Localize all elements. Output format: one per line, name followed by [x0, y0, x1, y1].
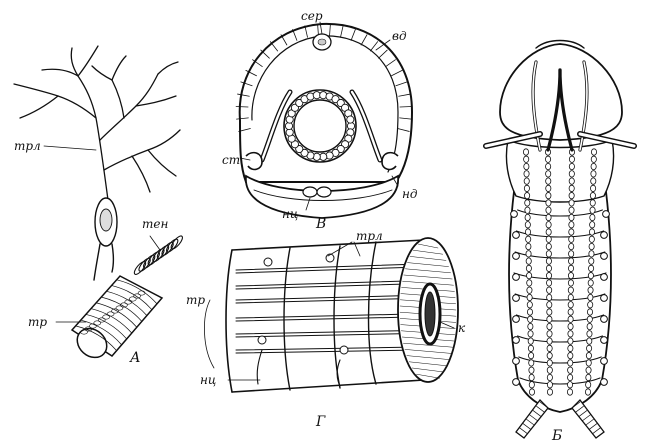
label-k: к [458, 321, 466, 335]
larva-lateral-arms [483, 131, 637, 149]
label-trl-a: трл [14, 139, 41, 153]
panel-letter-b: Б [551, 428, 562, 444]
label-tr-g: тр [186, 293, 205, 307]
panel-g-body-cylinder: трл тр к нц Г [186, 229, 466, 430]
cut-end [397, 237, 459, 383]
taenidium-spiral [133, 235, 183, 275]
label-st: ст [222, 153, 240, 167]
label-nc-g: нц [200, 373, 216, 387]
panel-a-leaders [43, 145, 161, 323]
panel-g-leaders [204, 241, 455, 381]
label-vd: вд [392, 29, 407, 43]
panel-letter-a: А [129, 350, 141, 366]
trachea-tube [70, 275, 164, 359]
body-wall-cells [235, 23, 413, 132]
label-nc-v: нц [282, 207, 298, 221]
label-tr-a: тр [28, 315, 47, 329]
abdominal-segments [513, 209, 607, 385]
larva-tracheal-trunks [523, 148, 598, 396]
dorsal-vessel [312, 33, 332, 51]
nerve-branches [256, 349, 341, 387]
panel-v-cross-section: сер вд ст нд нц В [222, 9, 418, 232]
tracheole-branches [13, 45, 181, 201]
panel-a-tracheole-cell: трл тен тр А [13, 45, 183, 366]
tracheole-cell-body [93, 197, 118, 281]
lateral-tracheae [259, 89, 383, 163]
panel-v-leaders [239, 21, 399, 211]
label-nd: нд [402, 187, 418, 201]
panel-b-larva: Б [483, 39, 637, 444]
larva-spiracles [510, 210, 610, 386]
spiracles [245, 151, 399, 171]
label-trl-g: трл [356, 229, 383, 243]
ventral-nerve-cord [302, 186, 332, 198]
label-ser: сер [301, 9, 323, 23]
posterior-appendages [515, 399, 605, 439]
gut-ring [283, 89, 357, 163]
label-ten: тен [142, 217, 168, 231]
panel-letter-g: Г [315, 414, 326, 430]
panel-letter-v: В [315, 216, 326, 232]
head-tracheae-lumen [532, 61, 588, 151]
